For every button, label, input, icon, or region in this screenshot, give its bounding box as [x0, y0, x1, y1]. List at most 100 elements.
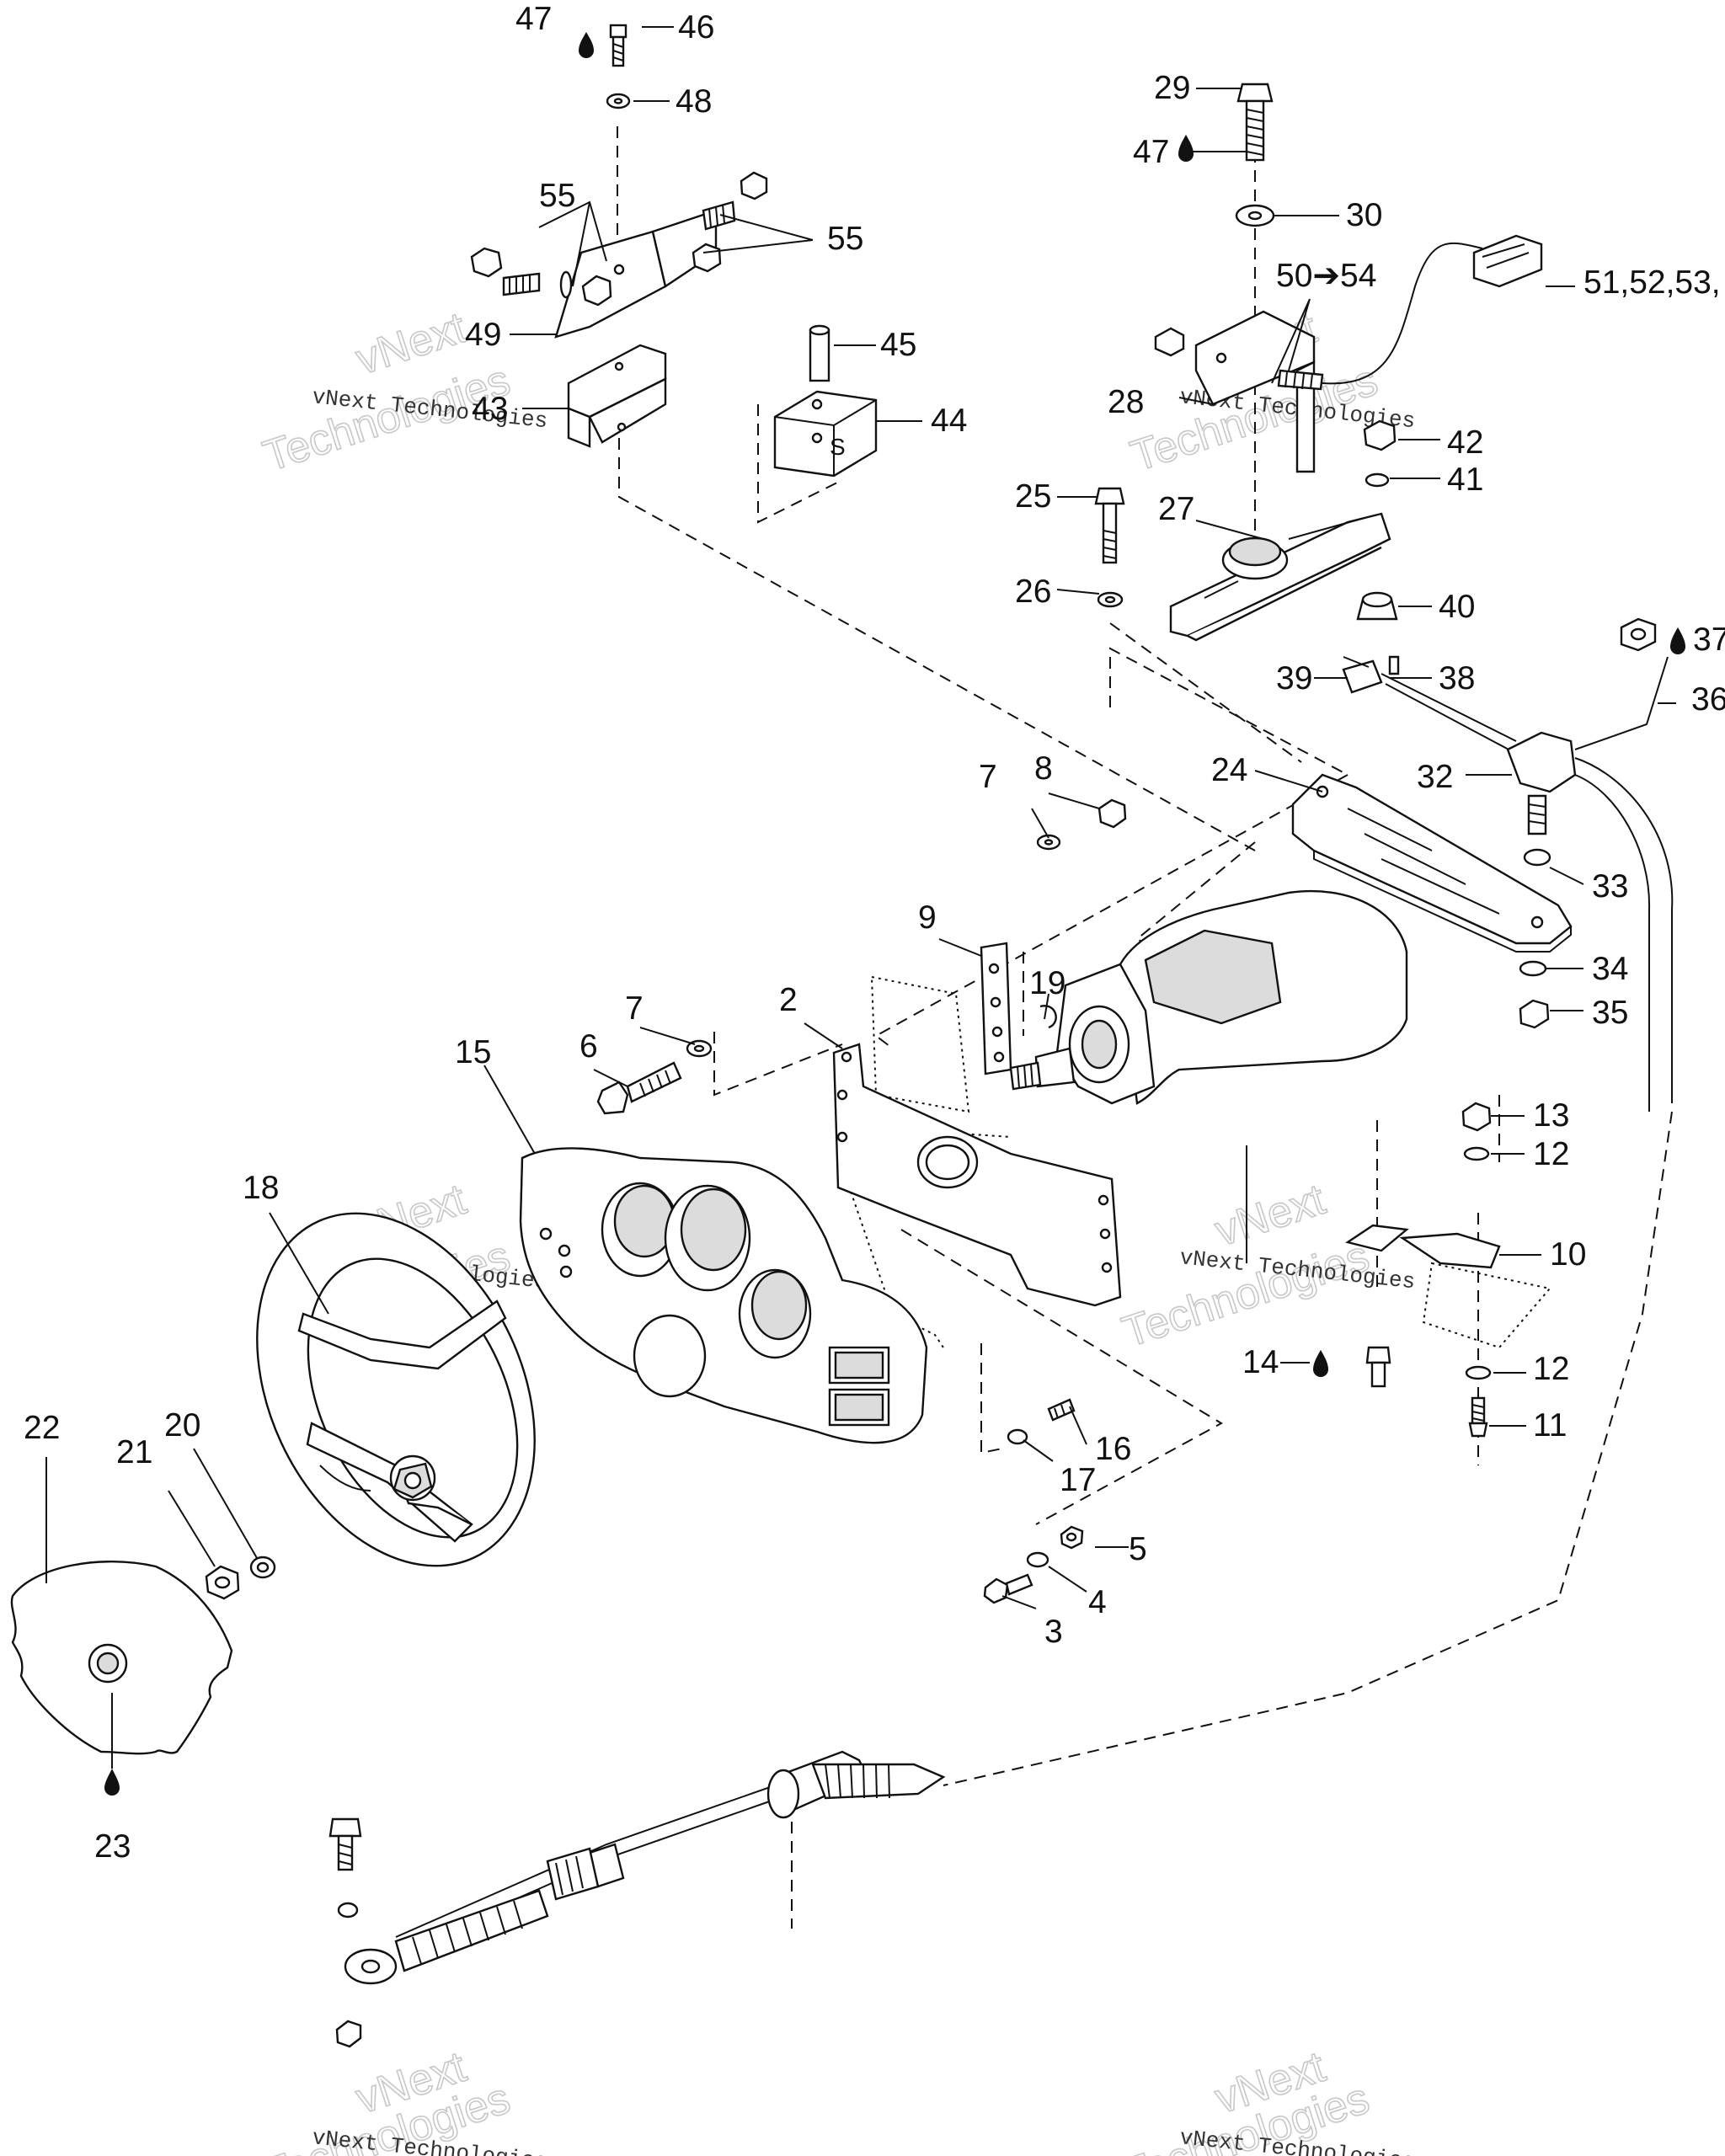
plate-24 [1291, 773, 1573, 953]
bracket-49 [554, 209, 718, 339]
nut-42 [1363, 419, 1397, 451]
callout-50-54: 50➔54 [1276, 258, 1376, 294]
callout-27: 27 [1158, 491, 1194, 527]
block-44: S [773, 390, 878, 478]
bolt-25 [1094, 487, 1125, 564]
callout-20: 20 [164, 1407, 200, 1444]
callout-5: 5 [1129, 1531, 1147, 1567]
watermark-brand: vNext [1210, 1175, 1332, 1256]
callout-46: 46 [678, 9, 714, 45]
callout-8: 8 [1034, 750, 1053, 787]
callout-47b: 47 [1133, 134, 1169, 170]
washer-20 [249, 1556, 276, 1579]
callout-47: 47 [515, 1, 552, 37]
callout-22: 22 [24, 1410, 60, 1446]
callout-6: 6 [579, 1028, 598, 1065]
bolt-3-4-5 [983, 1525, 1084, 1604]
callout-44: 44 [931, 403, 967, 439]
bolt-29 [1236, 83, 1274, 162]
callout-42: 42 [1447, 424, 1483, 461]
drop-icon-47a [579, 32, 594, 58]
drop-icon-23 [104, 1769, 120, 1796]
steering-cable-lower [344, 1750, 946, 1985]
helm-housing [1009, 889, 1408, 1105]
callout-labels: 47 46 48 55 55 49 43 45 44 29 47 30 50➔5… [24, 1, 1725, 1865]
callout-35: 35 [1592, 995, 1628, 1031]
bolt-14 [1365, 1346, 1391, 1388]
screw-16 [1047, 1398, 1076, 1422]
washer-33 [1523, 848, 1551, 867]
callout-38: 38 [1439, 660, 1475, 696]
nut-13 [1461, 1102, 1492, 1132]
callout-13: 13 [1533, 1097, 1569, 1134]
washer-12a [1463, 1146, 1490, 1161]
callout-24: 24 [1211, 752, 1247, 788]
callout-4: 4 [1088, 1584, 1107, 1620]
gasket-plate [870, 975, 970, 1113]
watermark-mid-right: vNext Technologies vNext Technologies [1116, 1174, 1417, 1358]
callout-16: 16 [1095, 1431, 1131, 1467]
callout-30: 30 [1346, 197, 1382, 233]
callout-17: 17 [1060, 1462, 1096, 1498]
callout-36: 36 [1691, 681, 1725, 718]
washer-12b [1465, 1365, 1492, 1380]
callout-45: 45 [880, 327, 916, 363]
callout-14: 14 [1242, 1344, 1279, 1380]
callout-51-53: 51,52,53, [1583, 264, 1721, 301]
callout-19: 19 [1029, 965, 1065, 1001]
callout-25: 25 [1015, 478, 1051, 515]
callout-18: 18 [243, 1170, 279, 1206]
horn-cap-22 [10, 1561, 233, 1755]
callout-28: 28 [1108, 384, 1144, 420]
washer-lower [337, 1902, 359, 1919]
bracket-43 [567, 344, 667, 448]
strap-9 [980, 942, 1012, 1075]
nuts-55 [470, 171, 768, 307]
callout-9: 9 [918, 899, 937, 936]
steering-wheel-18 [256, 1212, 536, 1567]
callout-37: 37 [1693, 622, 1725, 658]
callout-21: 21 [116, 1434, 152, 1470]
nut-21 [205, 1565, 240, 1600]
bolt-46 [609, 24, 628, 67]
callout-55a: 55 [539, 178, 575, 214]
leader-lines [45, 26, 1676, 1769]
nut-35 [1519, 999, 1550, 1029]
fitting-38-39 [1342, 655, 1400, 694]
plate-27 [1169, 512, 1391, 642]
callout-33: 33 [1592, 868, 1628, 905]
drop-icon-14 [1313, 1350, 1328, 1377]
clip-19 [1039, 1005, 1057, 1029]
washer-7b [686, 1039, 713, 1058]
dash-panel-15 [519, 1147, 928, 1444]
washer-48 [606, 93, 631, 109]
callout-41: 41 [1447, 462, 1483, 498]
screw-11 [1468, 1396, 1488, 1438]
watermark-bottom-right: vNext Technologies vNext Technologies [1116, 2041, 1417, 2156]
nut-40 [1356, 591, 1398, 621]
washer-34 [1519, 960, 1547, 977]
callout-34: 34 [1592, 951, 1628, 987]
callout-11: 11 [1533, 1407, 1567, 1444]
sensor-cable [1322, 234, 1543, 385]
callout-12b: 12 [1533, 1351, 1569, 1387]
pin-45 [809, 324, 830, 382]
washer-26 [1097, 591, 1124, 608]
callout-7a: 7 [979, 759, 997, 795]
callout-55b: 55 [827, 221, 863, 257]
callout-12a: 12 [1533, 1136, 1569, 1172]
bolt-lower [328, 1817, 362, 1871]
washer-7a [1036, 834, 1061, 851]
callout-39: 39 [1276, 660, 1312, 696]
callout-15: 15 [455, 1034, 491, 1070]
callout-40: 40 [1439, 589, 1475, 625]
bracket-10 [1345, 1224, 1551, 1349]
cable-rod [1381, 673, 1517, 752]
callout-29: 29 [1154, 70, 1190, 106]
bolt-6 [596, 1061, 682, 1115]
mount-plate-2 [832, 1043, 1122, 1307]
callout-3: 3 [1044, 1614, 1063, 1650]
drop-icon-47b [1178, 135, 1194, 162]
nut-8 [1097, 798, 1127, 829]
callout-7b: 7 [625, 990, 644, 1027]
